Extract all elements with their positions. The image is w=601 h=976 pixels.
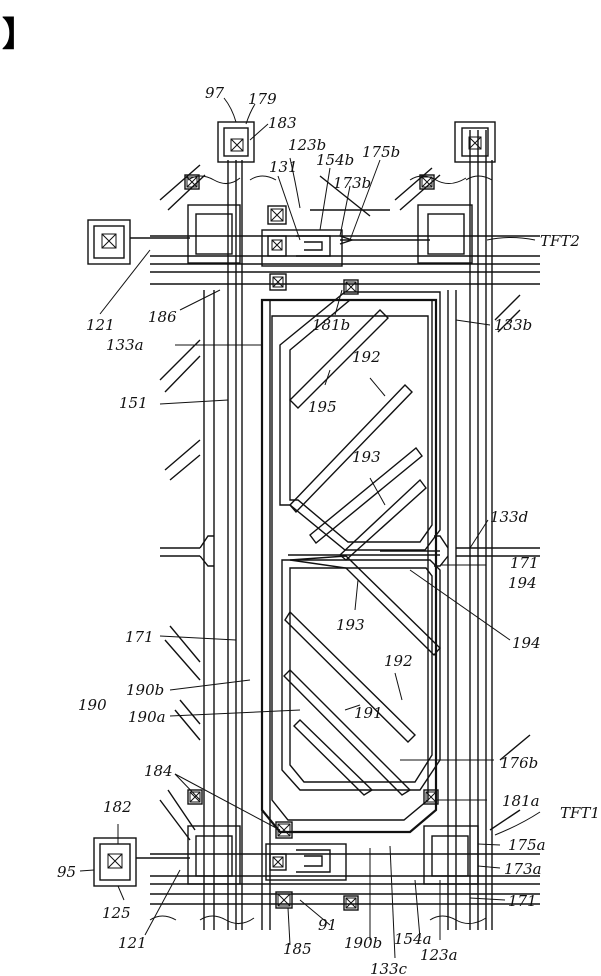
tft1-region bbox=[266, 822, 358, 910]
label-tft1: TFT1 bbox=[560, 804, 600, 822]
label-97: 97 bbox=[205, 84, 225, 102]
label-121-bottom: 121 bbox=[118, 934, 147, 952]
label-181a: 181a bbox=[502, 792, 540, 810]
reference-labels: 97 179 183 123b 131 154b 175b 173b TFT2 … bbox=[57, 84, 600, 976]
label-190b: 190b bbox=[126, 681, 164, 699]
label-192-lower: 192 bbox=[384, 652, 413, 670]
label-171-bottom: 171 bbox=[508, 892, 537, 910]
layout-drawing bbox=[88, 122, 540, 930]
label-193-top: 193 bbox=[352, 448, 381, 466]
label-191: 191 bbox=[354, 704, 383, 722]
lower-subpixel-electrode bbox=[282, 560, 440, 790]
label-133a: 133a bbox=[106, 336, 144, 354]
left-vertical-lines bbox=[204, 160, 270, 930]
label-190: 190 bbox=[78, 696, 107, 714]
label-173a: 173a bbox=[504, 860, 542, 878]
label-121-top: 121 bbox=[86, 316, 115, 334]
label-193-lower: 193 bbox=[336, 616, 365, 634]
label-194-right: 194 bbox=[508, 574, 537, 592]
pixel-electrode bbox=[262, 300, 436, 832]
label-185: 185 bbox=[283, 940, 312, 958]
label-125: 125 bbox=[102, 904, 131, 922]
pad-97 bbox=[218, 122, 254, 162]
pad-right-top bbox=[455, 122, 495, 162]
label-181b: 181b bbox=[312, 316, 350, 334]
horizontal-gate-lines bbox=[150, 236, 540, 904]
label-131: 131 bbox=[269, 158, 298, 176]
label-190b-bottom: 190b bbox=[344, 934, 382, 952]
adjacent-slits bbox=[160, 295, 530, 830]
label-195: 195 bbox=[308, 398, 337, 416]
label-171-right: 171 bbox=[510, 554, 539, 572]
label-184: 184 bbox=[144, 762, 173, 780]
label-192-top: 192 bbox=[352, 348, 381, 366]
label-133b: 133b bbox=[494, 316, 532, 334]
mid-storage-line bbox=[160, 536, 540, 566]
label-175b: 175b bbox=[362, 143, 400, 161]
label-95: 95 bbox=[57, 863, 76, 881]
label-91: 91 bbox=[318, 916, 337, 934]
header-glyph: 】 bbox=[2, 15, 36, 55]
label-176b: 176b bbox=[500, 754, 538, 772]
label-123a: 123a bbox=[420, 946, 458, 964]
tft2-region bbox=[262, 176, 430, 294]
label-194-lower: 194 bbox=[512, 634, 541, 652]
label-179: 179 bbox=[248, 90, 277, 108]
domain-slits bbox=[284, 310, 440, 795]
label-151: 151 bbox=[119, 394, 148, 412]
pad-left-top bbox=[88, 220, 190, 264]
label-190a: 190a bbox=[128, 708, 166, 726]
right-vertical-lines bbox=[448, 130, 492, 930]
label-171-left: 171 bbox=[125, 628, 154, 646]
label-154b: 154b bbox=[316, 151, 354, 169]
break-marks bbox=[150, 176, 492, 924]
label-133d: 133d bbox=[490, 508, 528, 526]
label-183: 183 bbox=[268, 114, 297, 132]
label-tft2: TFT2 bbox=[540, 232, 580, 250]
label-133c: 133c bbox=[370, 960, 408, 976]
label-186: 186 bbox=[148, 308, 177, 326]
label-173b: 173b bbox=[333, 174, 371, 192]
tft-top-right bbox=[395, 168, 472, 263]
label-182: 182 bbox=[103, 798, 132, 816]
label-175a: 175a bbox=[508, 836, 546, 854]
leader-lines bbox=[80, 98, 540, 958]
